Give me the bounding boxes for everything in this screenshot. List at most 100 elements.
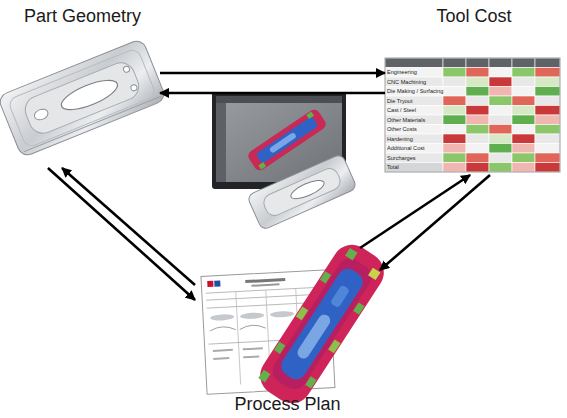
table-row-label: Other Costs — [387, 125, 417, 133]
table-cell — [489, 134, 512, 144]
table-cell — [466, 96, 489, 106]
table-cell — [385, 153, 443, 163]
table-cell — [385, 77, 443, 87]
table-cell — [535, 68, 560, 78]
table-row-label: Hardening — [387, 135, 413, 143]
table-cell — [443, 68, 466, 78]
table-cell — [512, 77, 535, 87]
node-title: Part Geometry — [5, 5, 160, 27]
table-cell — [489, 87, 512, 97]
table-cell — [443, 87, 466, 97]
table-cell — [489, 163, 512, 173]
table-cell — [385, 58, 443, 68]
table-cell — [466, 115, 489, 125]
illustrated-node: Process Plan — [195, 248, 380, 415]
table-cell — [535, 106, 560, 116]
flow-arrow — [160, 92, 385, 95]
table-cell — [489, 153, 512, 163]
table-cell — [443, 96, 466, 106]
table-cell — [385, 163, 443, 173]
table-cell — [512, 115, 535, 125]
table-cell — [535, 163, 560, 173]
table-cell — [443, 144, 466, 154]
table-border — [385, 58, 560, 172]
table-cell — [535, 77, 560, 87]
table-cell — [443, 153, 466, 163]
table-row-label: Die Tryout — [387, 97, 413, 105]
table-cell — [443, 163, 466, 173]
table-cell — [443, 115, 466, 125]
table-cell — [512, 96, 535, 106]
table-cell — [535, 87, 560, 97]
illustrated-node: Part Geometry — [5, 3, 160, 168]
table-cell — [489, 115, 512, 125]
table-row-label: Die Making / Surfacing — [387, 87, 443, 95]
node-title: Tool Cost — [385, 5, 563, 27]
flow-arrow — [62, 168, 195, 285]
table-row-label: Additional Cost — [387, 144, 425, 152]
table-cell — [512, 106, 535, 116]
table-cell — [443, 106, 466, 116]
table-cell — [535, 115, 560, 125]
table-cell — [466, 106, 489, 116]
monitor — [212, 92, 357, 231]
table-cell — [466, 163, 489, 173]
table-cell — [512, 125, 535, 135]
table-cell — [466, 58, 489, 68]
flow-arrow — [160, 72, 385, 75]
table-cell — [512, 144, 535, 154]
table-cell — [443, 125, 466, 135]
table-row-label: Engineering — [387, 68, 417, 76]
table-cell — [385, 96, 443, 106]
table-cell — [466, 125, 489, 135]
table-cell — [489, 68, 512, 78]
table-cell — [512, 58, 535, 68]
table-cell — [466, 134, 489, 144]
cost-table — [385, 58, 560, 172]
table-cell — [535, 134, 560, 144]
table-cell — [535, 58, 560, 68]
flow-arrow — [380, 175, 490, 270]
table-row-label: Total — [387, 163, 399, 171]
table-cell — [466, 153, 489, 163]
table-cell — [385, 106, 443, 116]
table-cell — [466, 68, 489, 78]
table-cell — [512, 163, 535, 173]
table-row-label: Surcharges — [387, 154, 416, 162]
table-cell — [385, 144, 443, 154]
table-row-label: CNC Machining — [387, 78, 426, 86]
table-cell — [385, 115, 443, 125]
table-cell — [385, 134, 443, 144]
table-cell — [535, 144, 560, 154]
table-cell — [443, 77, 466, 87]
table-row-label: Cast / Steel — [387, 106, 416, 114]
table-cell — [385, 87, 443, 97]
table-cell — [489, 77, 512, 87]
table-cell — [385, 125, 443, 135]
table-cell — [535, 125, 560, 135]
table-cell — [489, 125, 512, 135]
simulation-part — [253, 237, 392, 411]
table-cell — [489, 58, 512, 68]
sheet-metal-part — [0, 38, 167, 158]
table-cell — [512, 87, 535, 97]
flow-arrow — [360, 175, 470, 248]
table-cell — [489, 106, 512, 116]
table-cell — [443, 58, 466, 68]
table-cell — [466, 77, 489, 87]
table-cell — [535, 153, 560, 163]
table-cell — [443, 134, 466, 144]
table-cell — [466, 144, 489, 154]
flow-arrow — [48, 168, 195, 300]
table-cell — [512, 68, 535, 78]
table-cell — [535, 96, 560, 106]
table-cell — [512, 153, 535, 163]
table-cell — [466, 87, 489, 97]
table-cell — [512, 134, 535, 144]
table-cell — [489, 144, 512, 154]
table-row-label: Other Materials — [387, 116, 425, 124]
table-cell — [385, 68, 443, 78]
